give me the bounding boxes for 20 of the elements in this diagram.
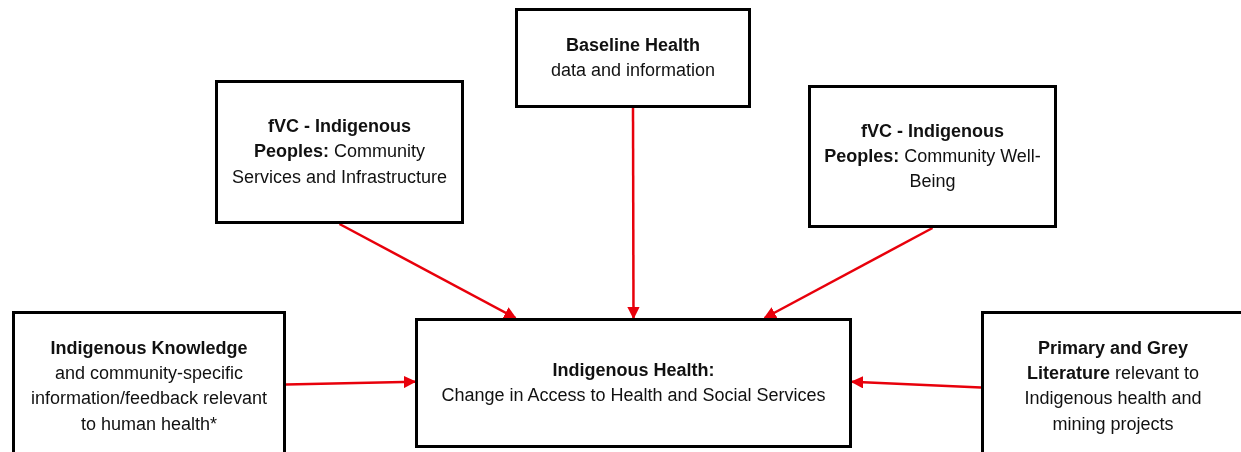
box-text: and community-specific information/feedback relevant to human health* bbox=[29, 362, 269, 436]
arrow bbox=[627, 108, 640, 320]
box-text: Change in Access to Health and Social Services bbox=[441, 384, 826, 407]
text-box bbox=[215, 80, 464, 224]
box-text: Primary and Grey Literature relevant to Indigenous health and mining projects bbox=[1023, 337, 1203, 436]
text-box bbox=[515, 8, 751, 108]
box-heading: Indigenous Health: bbox=[552, 358, 715, 382]
box-heading: Indigenous Knowledge bbox=[50, 337, 248, 360]
box-text: data and information bbox=[550, 59, 716, 82]
box-text: fVC - Indigenous Peoples: Community Services and Infrastructure bbox=[230, 115, 449, 189]
text-box bbox=[12, 311, 286, 452]
arrow bbox=[338, 222, 517, 320]
box-text: fVC - Indigenous Peoples: Community Well-Being bbox=[823, 119, 1042, 194]
arrow bbox=[285, 375, 417, 389]
text-box bbox=[415, 318, 852, 448]
text-box bbox=[808, 85, 1057, 228]
arrow bbox=[763, 226, 934, 320]
text-box bbox=[981, 311, 1241, 452]
arrow bbox=[850, 375, 982, 389]
box-heading: Baseline Health bbox=[565, 33, 701, 57]
